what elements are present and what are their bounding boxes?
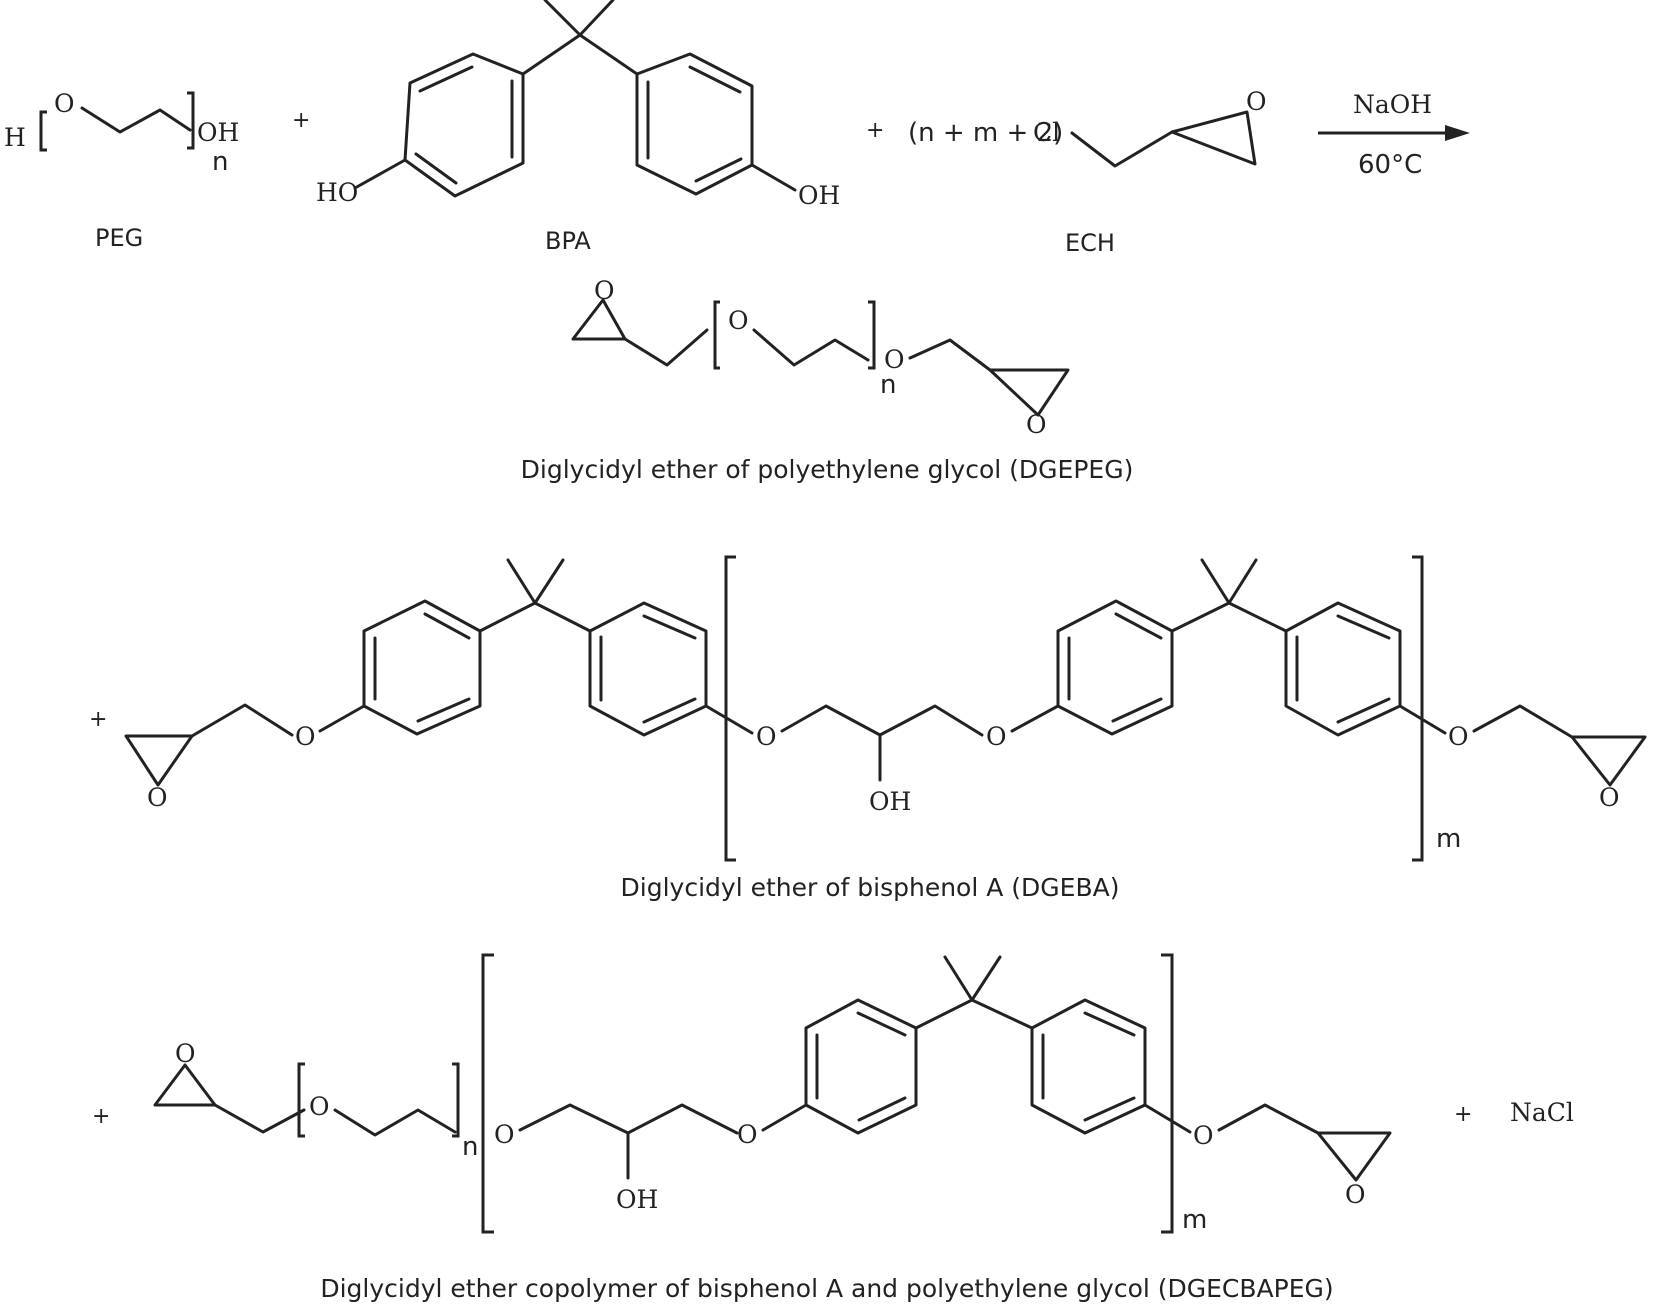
peg-right-bracket xyxy=(187,91,195,150)
dgepeg-right-bracket xyxy=(868,300,876,370)
ech-structure: (n + m + 2) Cl O xyxy=(908,87,1267,168)
plus-sign-1: + xyxy=(292,108,310,133)
dgepeg-caption: Diglycidyl ether of polyethylene glycol … xyxy=(521,455,1134,484)
dgecbapeg-right-bracket xyxy=(1161,953,1174,1234)
dgecbapeg-left-bracket xyxy=(481,953,494,1234)
arrow-head-icon xyxy=(1445,125,1470,141)
dgeba-structure: O O O OH O m O xyxy=(124,555,1647,862)
dgecbapeg-peg-left-bracket xyxy=(297,1062,305,1138)
dgeba-left-bracket xyxy=(724,555,736,862)
dgecbapeg-structure: O O n O OH O m O O xyxy=(153,953,1392,1235)
peg-label: PEG xyxy=(95,224,143,252)
dgecbapeg-epoxide-oxygen-right: O xyxy=(1345,1180,1366,1209)
dgepeg-epoxide-oxygen-left: O xyxy=(594,276,615,305)
dgeba-epoxide-oxygen-left: O xyxy=(147,783,168,812)
peg-structure: H O OH n xyxy=(4,89,239,177)
dgepeg-ether-oxygen: O xyxy=(884,345,905,374)
dgecbapeg-hydroxyl: OH xyxy=(616,1185,658,1214)
ech-coefficient: (n + m + 2) xyxy=(908,118,1063,148)
dgeba-subscript-m: m xyxy=(1436,824,1461,854)
dgepeg-epoxide-oxygen-right: O xyxy=(1026,410,1047,439)
dgeba-caption: Diglycidyl ether of bisphenol A (DGEBA) xyxy=(621,873,1120,902)
plus-sign-3: + xyxy=(89,707,107,732)
dgeba-right-bracket xyxy=(1412,555,1424,862)
ech-label: ECH xyxy=(1065,229,1115,257)
dgecbapeg-ether-oxygen-2: O xyxy=(737,1120,758,1149)
dgepeg-subscript-n: n xyxy=(880,370,896,400)
dgecbapeg-ether-oxygen-1: O xyxy=(494,1120,515,1149)
peg-terminal-oh: OH xyxy=(197,118,239,147)
dgeba-hydroxyl: OH xyxy=(869,787,911,816)
dgecbapeg-peg-oxygen: O xyxy=(309,1092,330,1121)
arrow-reagent-naoh: NaOH xyxy=(1353,90,1432,119)
dgeba-ether-oxygen-3: O xyxy=(986,722,1007,751)
reaction-arrow: NaOH 60°C xyxy=(1318,90,1470,180)
plus-sign-2: + xyxy=(866,118,884,143)
dgepeg-left-bracket xyxy=(713,300,720,370)
ech-chlorine: Cl xyxy=(1033,118,1060,147)
ech-epoxide-oxygen: O xyxy=(1246,87,1267,116)
dgecbapeg-ether-oxygen-3: O xyxy=(1193,1121,1214,1150)
plus-sign-5: + xyxy=(1454,1102,1472,1127)
bpa-hydroxyl-right: OH xyxy=(798,181,840,210)
arrow-condition-temperature: 60°C xyxy=(1358,150,1422,180)
dgeba-epoxide-oxygen-right: O xyxy=(1599,783,1620,812)
bpa-label: BPA xyxy=(545,227,591,255)
nacl-byproduct: NaCl xyxy=(1510,1098,1574,1127)
peg-left-bracket xyxy=(39,110,47,152)
bpa-structure: HO OH xyxy=(316,0,840,210)
peg-subscript-n: n xyxy=(212,147,228,177)
plus-sign-4: + xyxy=(92,1104,110,1129)
dgecbapeg-subscript-m: m xyxy=(1182,1205,1207,1235)
peg-hydrogen: H xyxy=(4,123,26,152)
dgeba-ether-oxygen-2: O xyxy=(756,722,777,751)
dgecbapeg-caption: Diglycidyl ether copolymer of bisphenol … xyxy=(320,1274,1333,1303)
dgecbapeg-epoxide-oxygen-left: O xyxy=(175,1039,196,1068)
dgeba-ether-oxygen-4: O xyxy=(1448,722,1469,751)
dgepeg-chain-oxygen: O xyxy=(728,306,749,335)
bpa-hydroxyl-left: HO xyxy=(316,178,358,207)
peg-oxygen: O xyxy=(54,89,75,118)
dgecbapeg-peg-right-bracket xyxy=(452,1062,460,1138)
dgeba-ether-oxygen-1: O xyxy=(295,722,316,751)
dgepeg-structure: O O n O O xyxy=(571,276,1070,439)
dgecbapeg-subscript-n: n xyxy=(462,1132,478,1162)
